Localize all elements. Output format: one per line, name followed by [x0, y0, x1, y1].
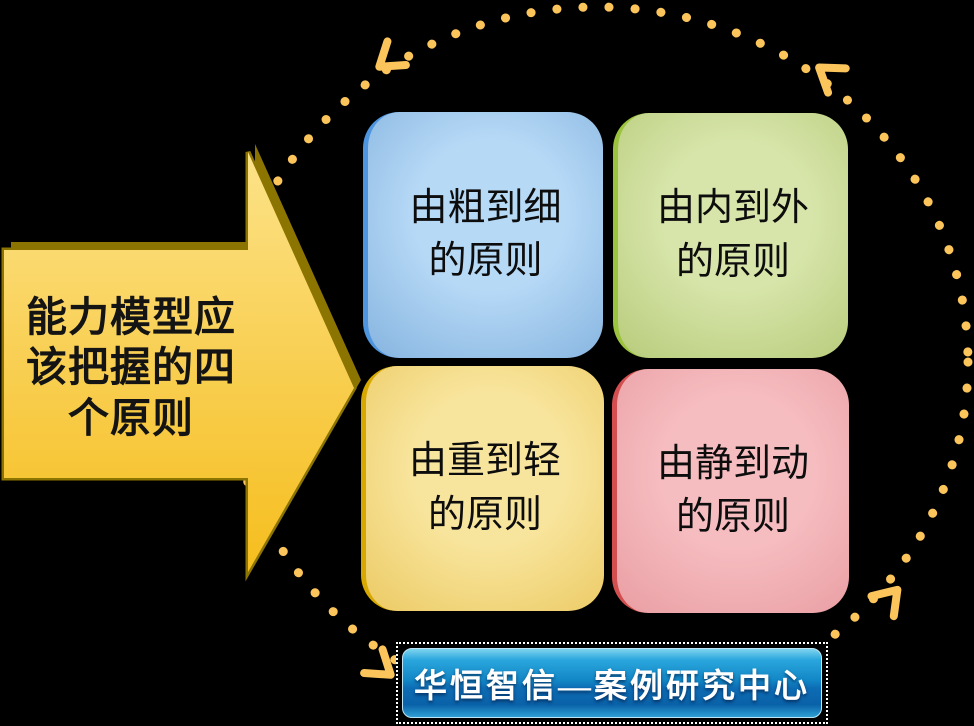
- main-arrow-label: 能力模型应 该把握的四 个原则: [26, 294, 236, 441]
- footer-banner: 华恒智信—案例研究中心: [396, 642, 828, 724]
- principle-box-static-to-dynamic-label: 由静到动 的原则: [656, 442, 809, 538]
- principle-box-inside-to-outside: 由内到外 的原则: [613, 113, 848, 358]
- footer-banner-button: 华恒智信—案例研究中心: [402, 648, 822, 718]
- cycle-arrowhead-top-left-icon: [375, 37, 410, 71]
- principle-box-heavy-to-light: 由重到轻 的原则: [361, 366, 604, 611]
- cycle-arrowhead-bottom-right-icon: [867, 585, 902, 621]
- cycle-arrowhead-top-right-icon: [815, 63, 850, 97]
- principle-box-heavy-to-light-label: 由重到轻 的原则: [408, 440, 561, 536]
- principle-box-inside-to-outside-label: 由内到外 的原则: [656, 187, 809, 283]
- footer-banner-label: 华恒智信—案例研究中心: [414, 669, 810, 705]
- principle-box-coarse-to-fine: 由粗到细 的原则: [363, 112, 603, 358]
- cycle-arrowhead-bottom-left-icon: [360, 645, 395, 679]
- principle-box-coarse-to-fine-label: 由粗到细 的原则: [409, 186, 562, 282]
- main-arrow: [1, 150, 357, 582]
- principle-box-static-to-dynamic: 由静到动 的原则: [612, 369, 849, 613]
